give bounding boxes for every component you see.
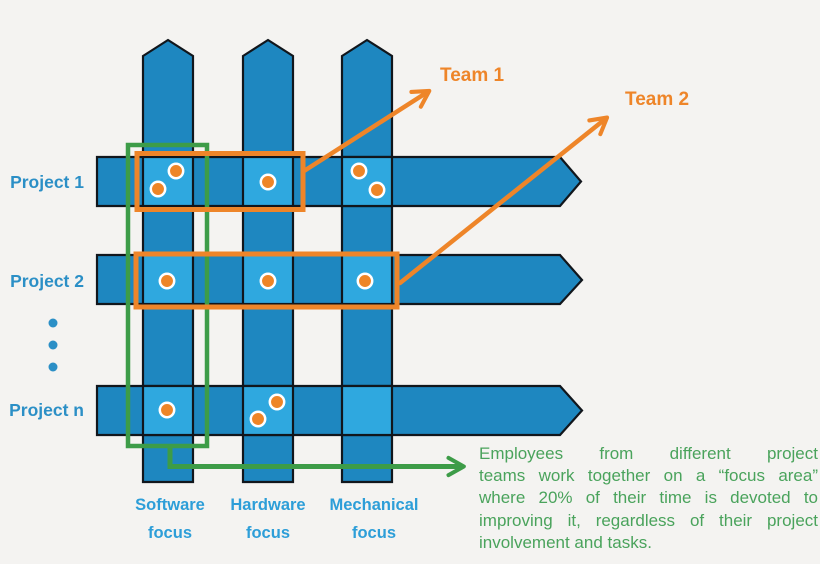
focus-area-callout-arrow [167,446,466,478]
mechanical-focus-label-line2: focus [352,524,396,542]
cell-projectn-hardware [241,384,295,437]
cell-project1-mechanical [340,155,394,208]
team2-highlight-rect [133,251,400,310]
employee-dot [249,410,267,428]
employee-dot [158,401,176,419]
employee-dots [149,162,386,428]
project1-row-arrow [95,155,583,208]
team1-highlight-rect [134,151,306,212]
more-projects-ellipsis-dot [48,340,58,350]
project1-label: Project 1 [10,172,84,192]
employee-dot [158,272,176,290]
employee-dot [356,272,374,290]
team2-label: Team 2 [625,89,689,110]
note-line: improving it, regardless of their projec… [479,510,818,530]
note-line: Employees from different project [479,444,818,463]
focus-area-note: Employees from different project teams w… [479,443,818,554]
cell-projectn-mechanical [340,384,394,437]
employee-dot [350,162,368,180]
hardware-focus-label-line2: focus [246,524,290,542]
employee-dot [149,180,167,198]
cell-project1-software [141,155,195,208]
employee-dot [259,173,277,191]
more-projects-ellipsis-dot [48,362,58,372]
mechanical-focus-label-line1: Mechanical [330,496,419,514]
employee-dot [259,272,277,290]
note-line: where 20% of their time is devoted to [479,488,818,508]
more-projects-ellipsis-dot [48,318,58,328]
team1-callout-arrow [301,88,432,174]
employee-dot [268,393,286,411]
software-focus-label-line2: focus [148,524,192,542]
project2-row-arrow [95,253,584,306]
team1-label: Team 1 [440,65,505,86]
employee-dot [167,162,185,180]
software-focus-label-line1: Software [135,496,205,514]
team2-callout-arrow [397,115,610,286]
hardware-focus-label-line1: Hardware [230,496,305,514]
employee-dot [368,181,386,199]
note-line: teams work together on a “focus area” [479,466,818,486]
project2-label: Project 2 [10,271,84,291]
projectn-row-arrow [95,384,584,437]
projectn-label: Project n [9,400,84,420]
note-line: involvement and tasks. [479,532,652,552]
